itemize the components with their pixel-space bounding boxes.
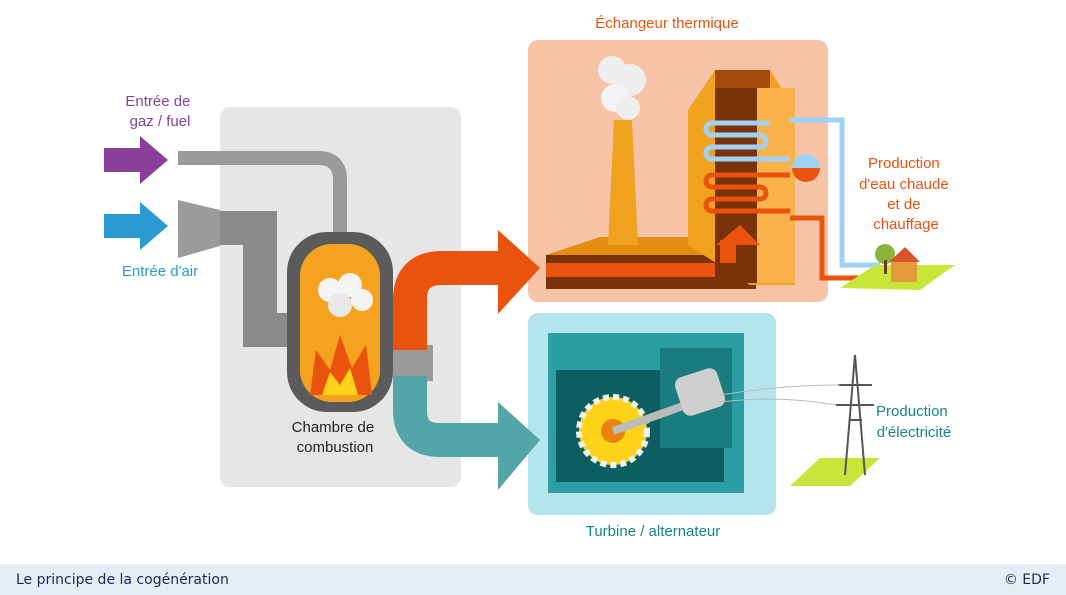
- cogeneration-diagram: Entrée de gaz / fuel Entrée d'air Chambr…: [104, 15, 955, 540]
- electricity-label: Production d'électricité: [876, 403, 952, 441]
- exchanger-label: Échangeur thermique: [595, 15, 738, 32]
- gas-arrow-icon: [104, 136, 168, 184]
- cold-coil: [703, 120, 790, 162]
- heat-arrow-head: [498, 230, 540, 314]
- combustion-chamber: [287, 232, 393, 412]
- turbine-alternator: [548, 333, 744, 493]
- heat-flow-arrow: [393, 251, 500, 350]
- flame-icon: [310, 335, 372, 395]
- gas-pipe: [178, 151, 347, 240]
- exhaust-duct: [393, 345, 433, 381]
- credit-text: © EDF: [1003, 571, 1050, 588]
- turbine-arrow-head: [498, 402, 540, 490]
- house-icon: [840, 244, 955, 290]
- air-arrow-icon: [104, 202, 168, 250]
- air-input-label: Entrée d'air: [122, 263, 198, 280]
- caption-text: Le principe de la cogénération: [16, 571, 229, 588]
- power-pylon-icon: [719, 354, 880, 486]
- turbine-label: Turbine / alternateur: [586, 523, 721, 540]
- hot-water-label: Production d'eau chaude et de chauffage: [859, 155, 953, 233]
- turbine-flow-arrow: [393, 376, 500, 457]
- heat-exchanger: [546, 56, 880, 289]
- caption-bar: Le principe de la cogénération © EDF: [0, 564, 1066, 595]
- gas-input-label: Entrée de gaz / fuel: [125, 93, 194, 130]
- combustion-label: Chambre de combustion: [292, 419, 379, 456]
- hot-coil: [703, 172, 790, 214]
- air-duct: [178, 200, 300, 347]
